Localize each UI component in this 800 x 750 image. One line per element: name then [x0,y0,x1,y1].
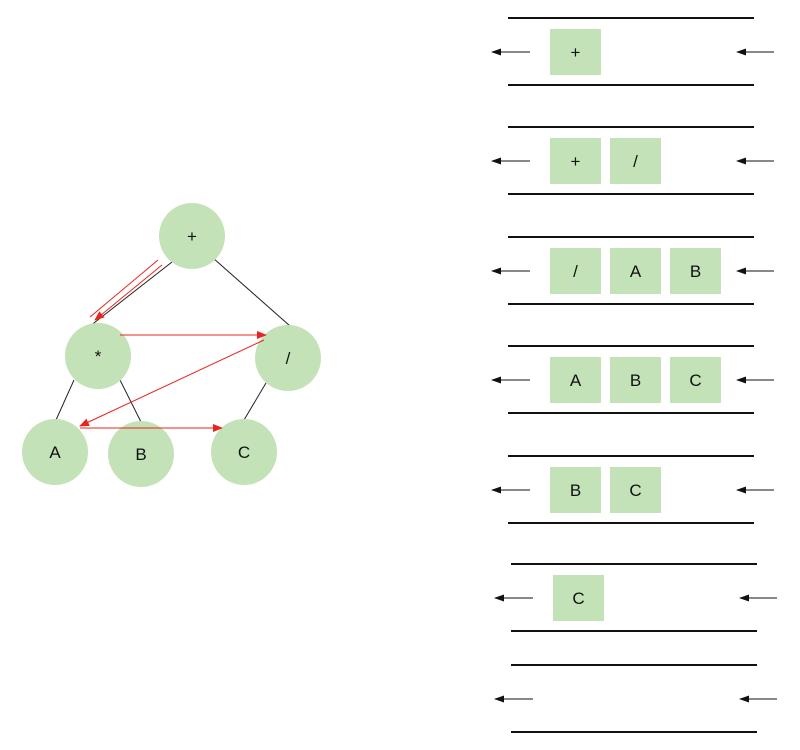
queue-cell-label: B [690,262,701,281]
queue-cell-box [670,357,721,403]
tree-node-c: C [211,419,277,485]
queue-cell: C [610,467,661,513]
queue-cell-label: / [573,262,578,281]
queue-cell: / [610,138,661,184]
queue-cell-label: + [571,43,581,62]
tree-node-label: / [286,349,291,368]
queue-cell: C [670,357,721,403]
queue-cell-label: / [633,152,638,171]
queue-cell-box [610,138,661,184]
queue-state-6: C [494,563,777,632]
edge-mul-b [119,379,142,423]
edge-plus-div [212,257,291,327]
tree-node-b: B [108,421,174,487]
queue-cell-label: A [570,371,582,390]
tree-node-plus: + [159,203,225,269]
queue-cell-box [550,248,601,294]
queue-cell-box [610,357,661,403]
traversal-arrow-plus-to-mul [89,259,159,318]
queue-cell: B [670,248,721,294]
traversal-arrow-plus-to-mul-shadow [94,264,163,321]
queue-cell-box [550,357,601,403]
tree-node-label: A [49,443,61,462]
queue-state-3: / A B [491,236,774,305]
queue-cell-box [550,467,601,513]
queue-cell: A [550,357,601,403]
queue-cell: B [610,357,661,403]
queue-cell-label: A [630,262,642,281]
queue-cell: + [550,138,601,184]
queue-state-7 [494,664,777,733]
tree-node-label: C [238,443,250,462]
queue-state-2: +/ [491,126,774,195]
queue-cell: A [610,248,661,294]
traversal-arrow-div-to-a [79,339,265,427]
queue-cell-box [610,248,661,294]
queue-cell: B [550,467,601,513]
queue-state-4: A B C [491,345,774,414]
queue-cell-box [610,467,661,513]
traversal-arrows [79,259,267,432]
edge-mul-a [55,379,75,421]
queue-state-1: + [491,17,774,86]
queue-cell-box [550,29,601,75]
queue-cell-label: B [630,371,641,390]
queue-cell: + [550,29,601,75]
queue-cell-box [550,138,601,184]
edge-div-c [243,382,267,421]
tree-node-mul: * [65,323,131,389]
queue-cell-box [670,248,721,294]
queue-cell-label: + [571,152,581,171]
edge-plus-mul [84,261,173,331]
queue-cell: C [553,575,604,621]
queue-cell-label: B [570,481,581,500]
queue-cell-label: C [629,481,641,500]
tree-nodes: + * / A B C [22,203,321,487]
queue-cell-box [553,575,604,621]
queue-cell-label: C [689,371,701,390]
tree-node-label: + [187,227,197,246]
tree-node-a: A [22,419,88,485]
queue-cell: / [550,248,601,294]
tree-node-label: * [95,347,102,366]
tree-node-label: B [135,445,146,464]
tree-node-div: / [255,325,321,391]
queue-cell-label: C [572,589,584,608]
